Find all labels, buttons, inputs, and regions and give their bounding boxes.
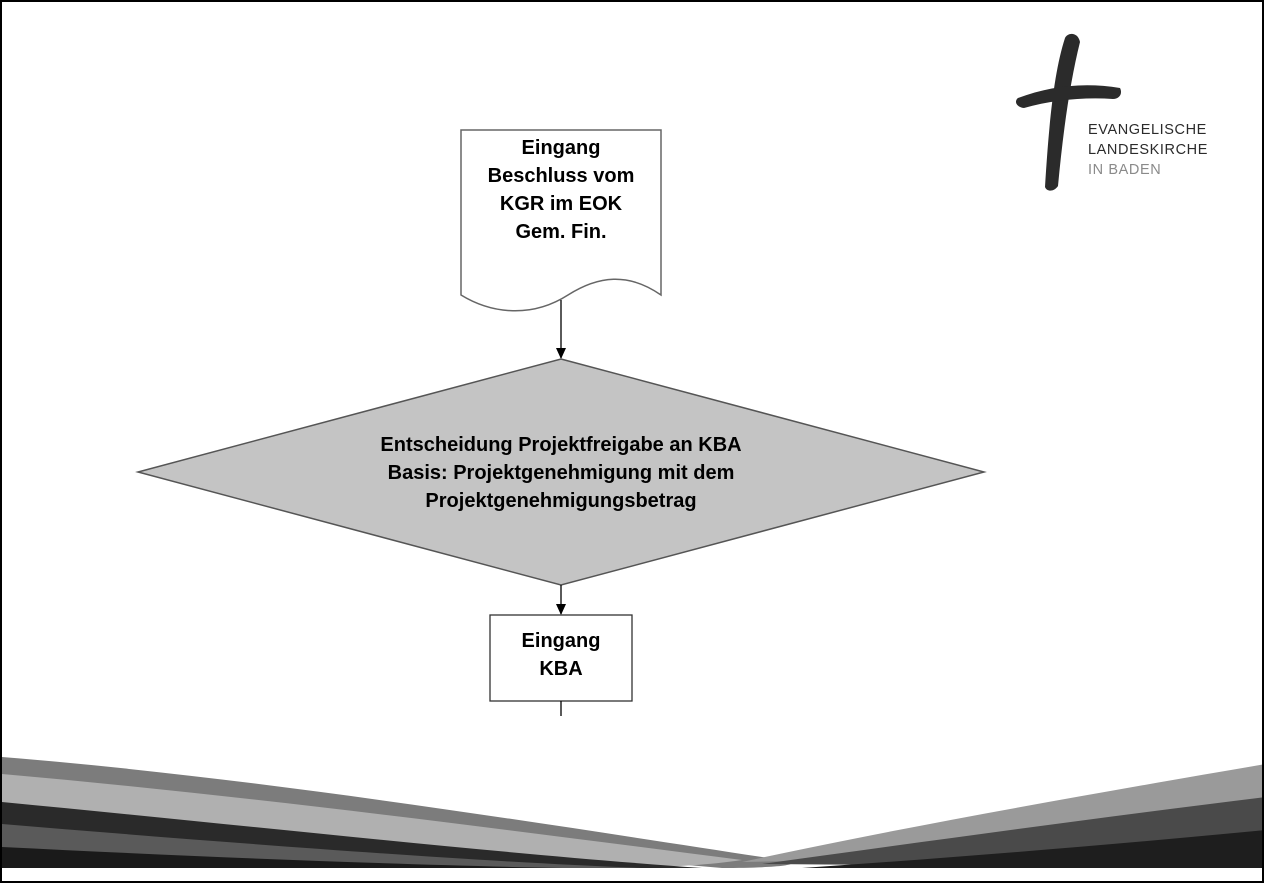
cross-vertical-icon [1045,33,1080,191]
document-node-line-3: KGR im EOK [500,193,623,215]
cross-horizontal-icon [1016,85,1122,108]
church-logo: EVANGELISCHE LANDESKIRCHE IN BADEN [1016,33,1208,191]
logo-line-1: EVANGELISCHE [1088,122,1207,138]
decision-node-line-1: Entscheidung Projektfreigabe an KBA [380,434,741,456]
logo-line-2: LANDESKIRCHE [1088,142,1208,158]
process-node-line-2: KBA [539,658,582,680]
document-node-line-1: Eingang [522,137,601,159]
process-node-line-1: Eingang [522,630,601,652]
document-node-line-2: Beschluss vom [488,165,635,187]
process-node [489,614,633,702]
decision-node-line-2: Basis: Projektgenehmigung mit dem [388,462,735,484]
logo-line-3: IN BADEN [1088,162,1161,178]
decision-node-line-3: Projektgenehmigungsbetrag [425,490,696,512]
document-node [460,129,662,312]
document-node-line-4: Gem. Fin. [515,221,606,243]
decorative-swoosh [2,757,1262,868]
